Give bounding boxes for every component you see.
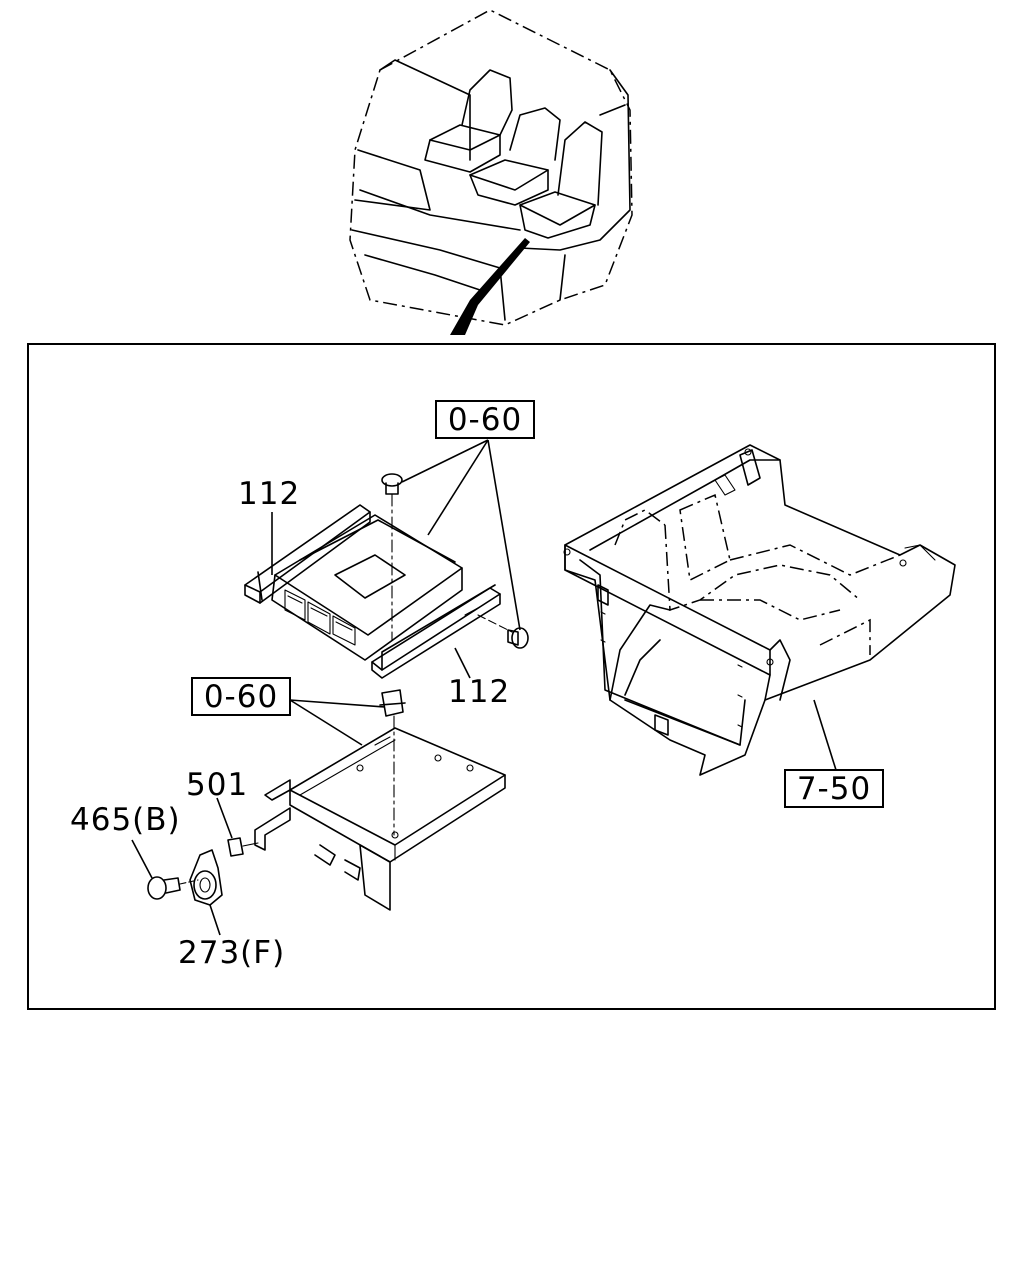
base-tray: [254, 727, 506, 911]
ref-callout-top[interactable]: 0-60: [435, 400, 535, 439]
ref-callout-left-label: 0-60: [204, 679, 278, 715]
ref-callout-top-label: 0-60: [448, 402, 522, 438]
ref-callout-left[interactable]: 0-60: [191, 677, 291, 716]
floor-structure: [563, 444, 956, 776]
ref-callout-floor[interactable]: 7-50: [784, 769, 884, 808]
leader-lines: [131, 439, 837, 936]
part-label-501[interactable]: 501: [186, 767, 248, 803]
ref-callout-floor-label: 7-50: [797, 771, 871, 807]
clip-501: [227, 837, 259, 857]
detail-frame: [27, 343, 996, 1010]
part-label-112-lower[interactable]: 112: [448, 674, 510, 710]
part-label-273[interactable]: 273(F): [178, 935, 285, 971]
part-label-465[interactable]: 465(B): [70, 802, 181, 838]
ecu-assembly: [244, 473, 529, 836]
cab-overview: [349, 9, 633, 335]
part-label-112-upper[interactable]: 112: [238, 476, 300, 512]
clamp-273: [189, 849, 223, 906]
